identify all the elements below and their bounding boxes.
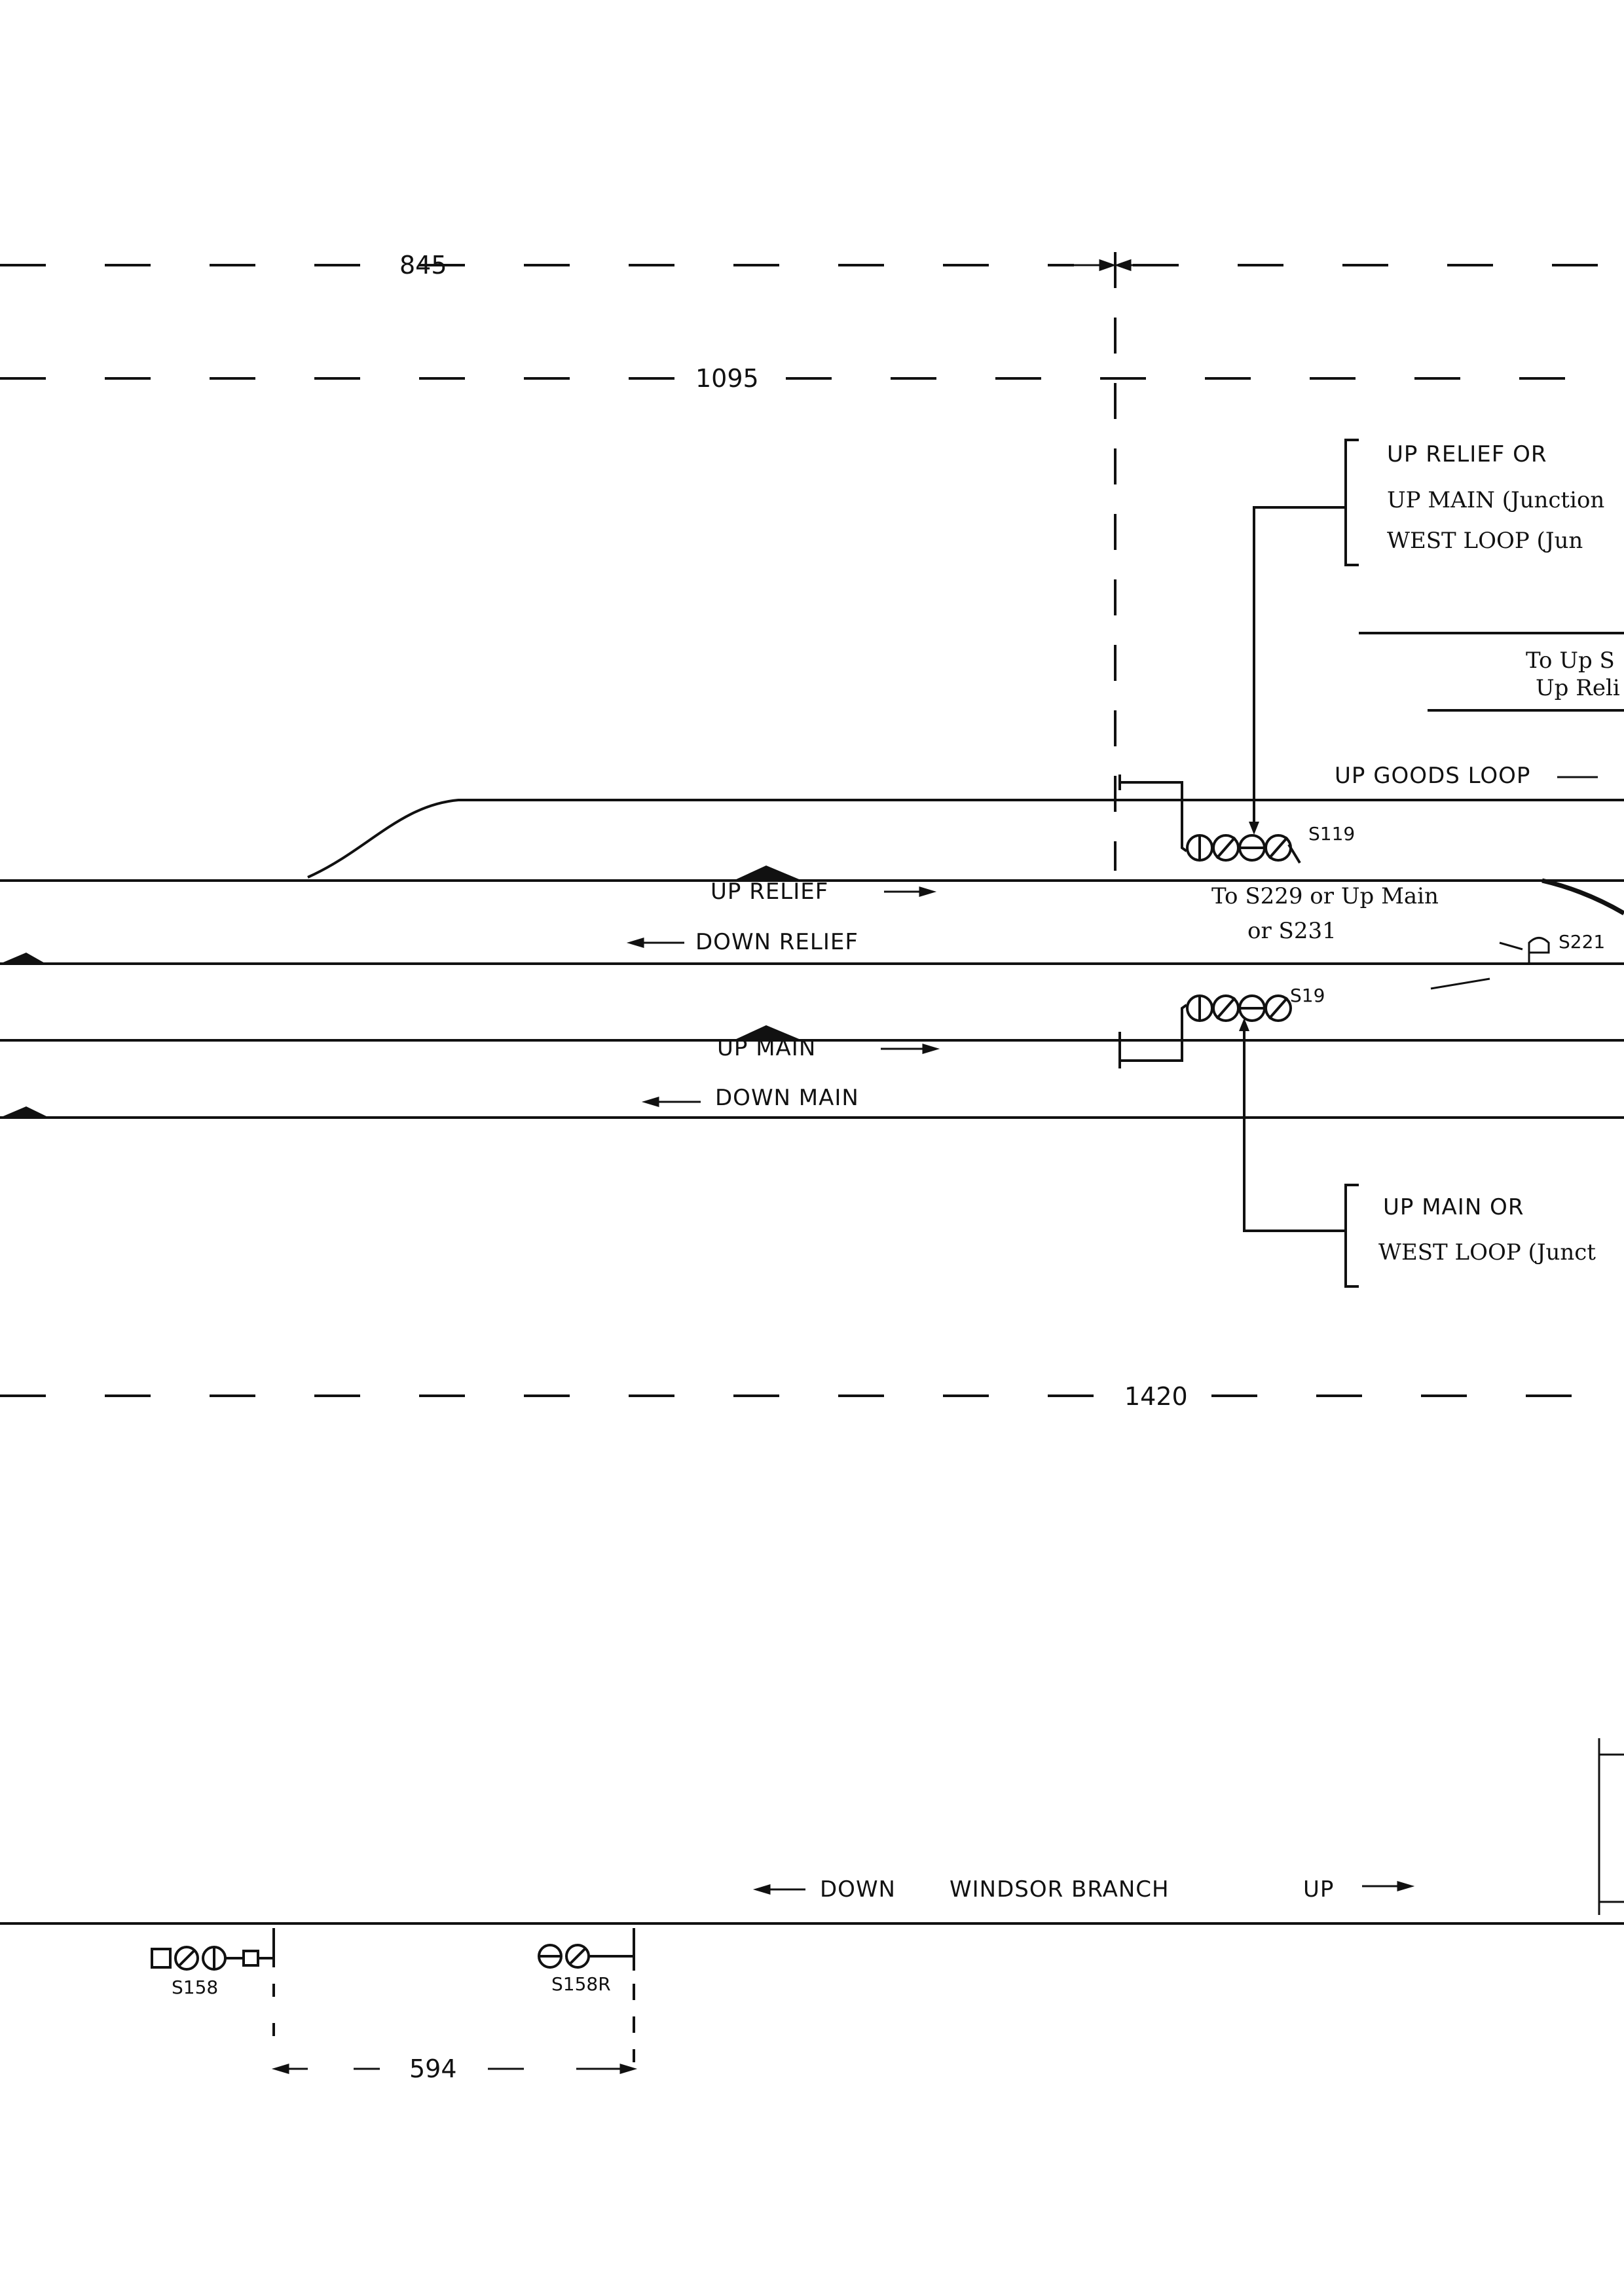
bracket2-line2: WEST LOOP (Junct: [1378, 1239, 1596, 1266]
to-up-line1: To Up S: [1526, 647, 1615, 674]
up-main-label: UP MAIN: [717, 1035, 816, 1061]
up-goods-loop-line: [307, 799, 1624, 879]
dimension-594-label: 594: [409, 2054, 457, 2083]
s119-label: S119: [1308, 823, 1355, 845]
windsor-up-label: UP: [1303, 1876, 1334, 1903]
up-relief-label: UP RELIEF: [710, 879, 828, 905]
dimension-845-label: 845: [399, 251, 447, 280]
dimension-1420-label: 1420: [1124, 1382, 1188, 1411]
down-main-marker-icon: [0, 1106, 49, 1118]
down-relief-label: DOWN RELIEF: [695, 929, 858, 955]
signal-s19-icon[interactable]: [1118, 994, 1292, 1068]
datum-arrows: [1074, 259, 1153, 272]
windsor-down-label: DOWN: [820, 1876, 896, 1903]
windsor-limit-marker: [1598, 1738, 1624, 1915]
junction-curve: [1541, 878, 1624, 916]
route-bracket-1: [1253, 439, 1359, 825]
to-up-line2: Up Reli: [1536, 675, 1620, 701]
signal-s119-icon[interactable]: [1118, 774, 1301, 864]
to-up-note-lines: [1359, 632, 1624, 712]
s158r-label: S158R: [551, 1973, 611, 1995]
windsor-branch-label: WINDSOR BRANCH: [950, 1876, 1170, 1903]
down-relief-marker-icon: [0, 953, 46, 964]
s158-label: S158: [172, 1977, 218, 1998]
bracket1-line1: UP RELIEF OR: [1387, 441, 1547, 467]
bracket2-line1: UP MAIN OR: [1383, 1194, 1524, 1220]
signal-s158-icon[interactable]: [151, 1928, 275, 2036]
s221-label: S221: [1559, 931, 1605, 953]
dimension-1095-label: 1095: [695, 364, 759, 393]
up-goods-loop-label: UP GOODS LOOP: [1335, 763, 1530, 789]
route-bracket-2: [1243, 1028, 1359, 1288]
signal-s221-icon[interactable]: [1499, 937, 1550, 963]
down-main-label: DOWN MAIN: [715, 1085, 859, 1111]
signal-s158r-icon[interactable]: [538, 1928, 635, 2062]
up-main-marker-icon: [733, 1025, 802, 1040]
arrow-to-s19-icon: [1239, 1018, 1249, 1031]
s19-label: S19: [1290, 985, 1325, 1006]
up-relief-marker-icon: [733, 866, 802, 881]
bracket1-line2: UP MAIN (Junction: [1387, 487, 1604, 513]
bracket1-line3: WEST LOOP (Jun: [1387, 528, 1583, 554]
to-s229-line1: To S229 or Up Main: [1211, 883, 1439, 909]
direction-arrows: [626, 776, 1598, 1895]
dimension-594-line: [271, 2063, 638, 2075]
to-s229-line2: or S231: [1247, 918, 1337, 944]
arrow-to-s119-icon: [1249, 822, 1259, 835]
